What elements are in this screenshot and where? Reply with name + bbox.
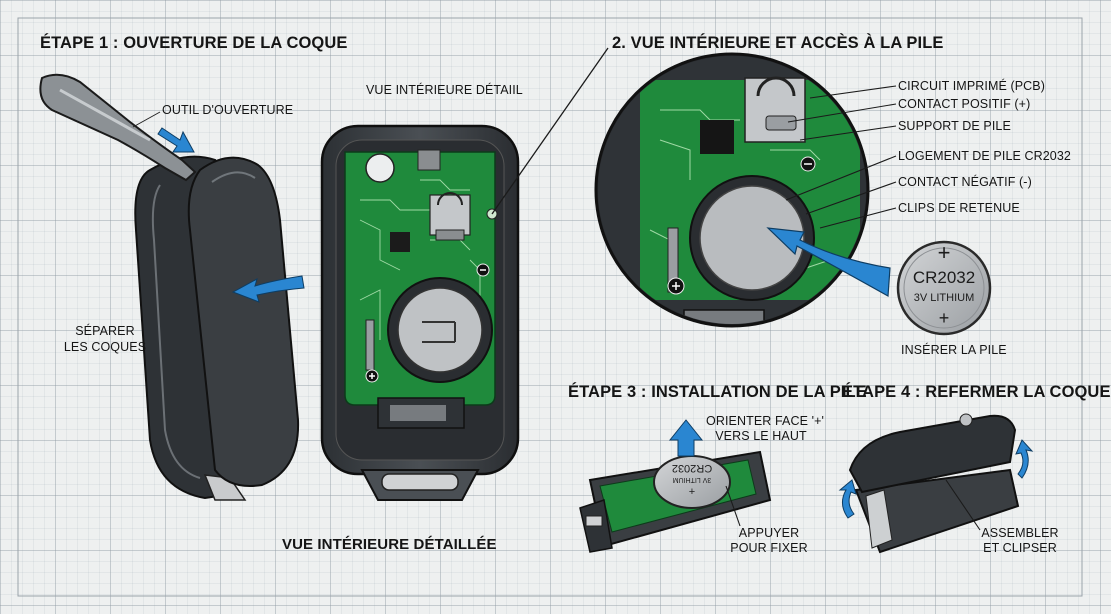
step3-coin-plus: + [688,486,696,498]
assemble-label-2: ET CLIPSER [983,541,1057,555]
cr2032-coin [896,240,992,336]
insert-arrow [766,227,891,297]
orient-arrow [668,419,704,457]
separate-label-2: LES COQUES [63,340,147,354]
step3-illustration [579,419,772,553]
step3-coin-spec: 3V LITHIUM [672,476,712,483]
opening-tool-label: OUTIL D'OUVERTURE [162,103,294,117]
step2-title: 2. VUE INTÉRIEURE ET ACCÈS À LA PILE [612,34,944,52]
clip-arrow-right [1015,439,1034,479]
separate-label-1: SÉPARER [75,324,135,338]
step3-coin-model: CR2032 [671,462,713,474]
step4-title: ÉTAPE 4 : REFERMER LA COQUE [842,383,1111,401]
battery-plus-bottom: + [938,308,950,328]
step1-illustration [39,73,305,501]
tool-arrow [157,127,195,153]
zoom-view [594,52,897,328]
orient-label-2: VERS LE HAUT [715,429,807,443]
step4-illustration [838,413,1034,554]
open-remote-illustration [320,47,609,501]
clip-arrow-left [838,479,857,519]
orient-label-1: ORIENTER FACE '+' [706,414,824,428]
frame-border [17,17,1083,597]
insert-battery-caption: INSÉRER LA PILE [901,343,1007,357]
battery-model: CR2032 [912,268,976,287]
callout-pcb: CIRCUIT IMPRIMÉ (PCB) [898,79,1046,93]
step3-title: ÉTAPE 3 : INSTALLATION DE LA PILE [568,383,867,401]
front-shell [187,156,300,487]
callout-retaining-clips: CLIPS DE RETENUE [898,201,1020,215]
battery-plus-top: + [937,240,951,265]
battery-spec: 3V LITHIUM [913,292,975,304]
callout-negative-contact: CONTACT NÉGATIF (-) [898,175,1032,189]
separate-arrow [231,275,305,303]
step1-title: ÉTAPE 1 : OUVERTURE DE LA COQUE [40,34,348,52]
callout-positive-contact: CONTACT POSITIF (+) [898,97,1031,111]
callout-battery-support: SUPPORT DE PILE [898,119,1011,133]
assemble-label-1: ASSEMBLER [981,526,1059,540]
callout-battery-slot: LOGEMENT DE PILE CR2032 [898,149,1071,163]
center-top-label: VUE INTÉRIEURE DÉTAIIL [366,83,523,97]
press-label-1: APPUYER [738,526,800,540]
press-label-2: POUR FIXER [730,541,808,555]
center-bottom-label: VUE INTÉRIEURE DÉTAILLÉE [282,536,497,553]
